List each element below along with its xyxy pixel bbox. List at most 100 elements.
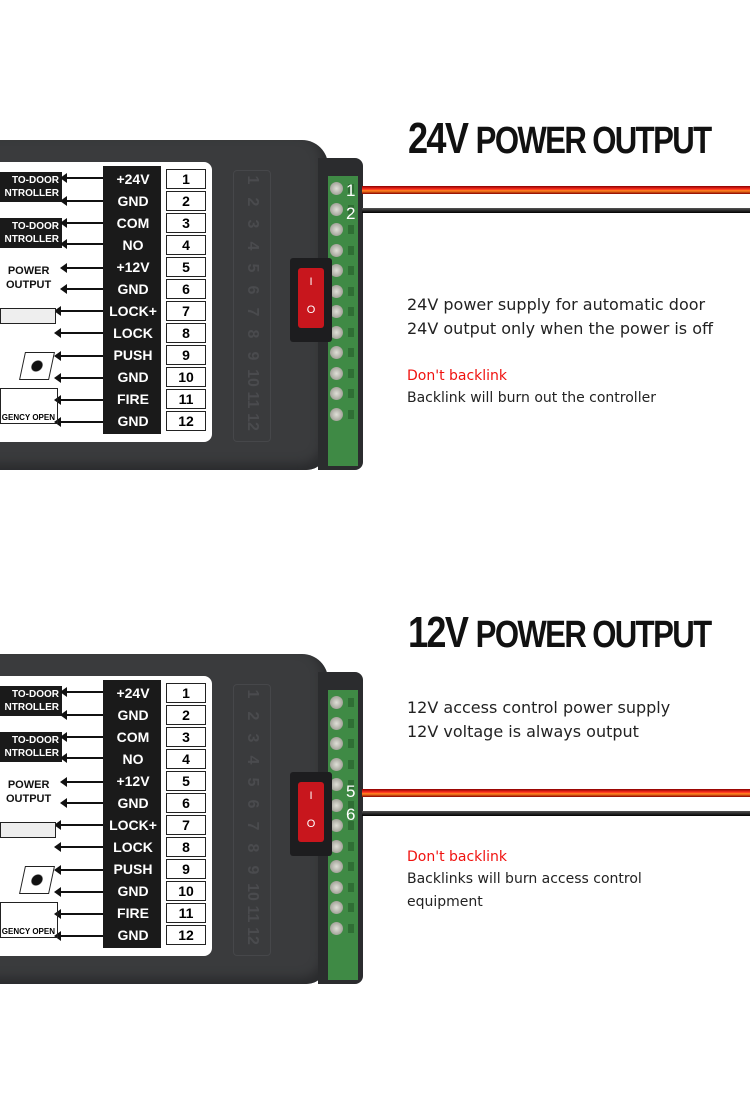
pin-label: PUSH xyxy=(113,347,153,363)
tag-line: TO-DOOR xyxy=(11,221,59,232)
pin-label: GND xyxy=(117,927,149,943)
tag-line: OUTPUT xyxy=(6,279,52,291)
wire-label: 5 xyxy=(346,782,356,801)
pin-label: LOCK xyxy=(113,839,153,855)
terminal-screw xyxy=(330,696,343,709)
terminal-screw xyxy=(330,778,343,791)
arrow-icon xyxy=(60,753,103,763)
emergency-label: GENCY OPEN xyxy=(1,413,55,422)
pin-number: 7 xyxy=(166,301,206,321)
pin-number: 3 xyxy=(166,727,206,747)
terminal-screw xyxy=(330,839,343,853)
terminal-slot xyxy=(348,409,354,419)
pin-label: GND xyxy=(117,413,149,429)
pin-label: COM xyxy=(116,729,150,745)
pin-number: 12 xyxy=(166,925,206,945)
black-wire xyxy=(362,811,750,816)
terminal-screw xyxy=(330,737,343,750)
pin-label: +12V xyxy=(116,259,150,275)
terminal-screw xyxy=(330,223,343,236)
pin-number: 3 xyxy=(166,213,206,233)
terminal-screw xyxy=(330,757,343,771)
tag-line: NTROLLER xyxy=(4,748,59,759)
pin-label: PUSH xyxy=(113,861,153,877)
terminal-screw xyxy=(330,798,343,812)
arrow-icon xyxy=(60,284,103,294)
switch-on-mark: I xyxy=(309,276,313,288)
tag-line: OUTPUT xyxy=(6,793,52,805)
terminal-slot xyxy=(348,759,354,769)
arrow-icon xyxy=(54,909,103,919)
tag-line: TO-DOOR xyxy=(11,175,59,186)
terminal-screw xyxy=(330,407,343,421)
terminal-screw xyxy=(330,819,343,832)
tag-line: TO-DOOR xyxy=(11,689,59,700)
pin-number: 6 xyxy=(166,279,206,299)
emergency-open-icon: GENCY OPEN xyxy=(0,902,58,938)
warning-title: Don't backlink xyxy=(407,368,508,384)
auto-door-controller-tag: TO-DOOR NTROLLER xyxy=(0,686,62,716)
arrow-icon xyxy=(54,842,103,852)
terminal-slot xyxy=(348,327,354,337)
pin-label: +24V xyxy=(116,171,150,187)
terminal-screw xyxy=(330,901,343,914)
terminal-slot xyxy=(348,204,354,214)
arrow-icon xyxy=(54,820,103,830)
pin-number: 10 xyxy=(166,881,206,901)
arrow-icon xyxy=(60,218,103,228)
terminal-screw xyxy=(330,243,343,257)
description-line: 12V access control power supply xyxy=(407,698,671,717)
arrow-icon xyxy=(60,798,103,808)
arrow-icon xyxy=(54,373,103,383)
heading-24v: 24V POWER OUTPUT xyxy=(408,114,712,163)
arrow-icon xyxy=(54,887,103,897)
terminal-screw xyxy=(330,860,343,873)
pin-number: 9 xyxy=(166,859,206,879)
description-line: 24V output only when the power is off xyxy=(407,319,714,338)
arrow-icon xyxy=(60,777,103,787)
terminal-slot xyxy=(348,841,354,851)
pin-label: GND xyxy=(117,707,149,723)
terminal-slot xyxy=(348,348,354,357)
terminal-slot xyxy=(348,780,354,789)
pin-number: 2 xyxy=(166,705,206,725)
black-wire xyxy=(362,208,750,213)
pin-label: LOCK+ xyxy=(109,817,157,833)
wire-label: 6 xyxy=(346,805,356,824)
terminal-slot xyxy=(348,923,354,933)
tag-line: NTROLLER xyxy=(4,702,59,713)
switch-off-mark: O xyxy=(306,304,316,316)
pin-number: 5 xyxy=(166,771,206,791)
arrow-icon xyxy=(60,196,103,206)
pin-label: GND xyxy=(117,281,149,297)
heading-12v: 12V POWER OUTPUT xyxy=(408,608,712,657)
terminal-screw xyxy=(330,202,343,216)
terminal-slot xyxy=(348,862,354,871)
pin-number: 5 xyxy=(166,257,206,277)
terminal-screw xyxy=(330,387,343,400)
switch-off-mark: O xyxy=(306,818,316,830)
pin-number: 6 xyxy=(166,793,206,813)
terminal-slot xyxy=(348,882,354,892)
description-line: 24V power supply for automatic door xyxy=(407,295,706,314)
pin-number: 1 xyxy=(166,169,206,189)
pin-label: FIRE xyxy=(117,391,149,407)
pin-number: 12 xyxy=(166,411,206,431)
tag-line: NTROLLER xyxy=(4,234,59,245)
pin-number: 4 xyxy=(166,235,206,255)
terminal-slot xyxy=(348,368,354,378)
pin-number: 9 xyxy=(166,345,206,365)
push-button-icon xyxy=(19,866,55,894)
warning-detail: Backlink will burn out the controller xyxy=(407,390,656,406)
embossed-number-strip xyxy=(233,684,271,956)
arrow-icon xyxy=(60,173,103,183)
terminal-screw xyxy=(330,182,343,195)
terminal-screw xyxy=(330,366,343,380)
